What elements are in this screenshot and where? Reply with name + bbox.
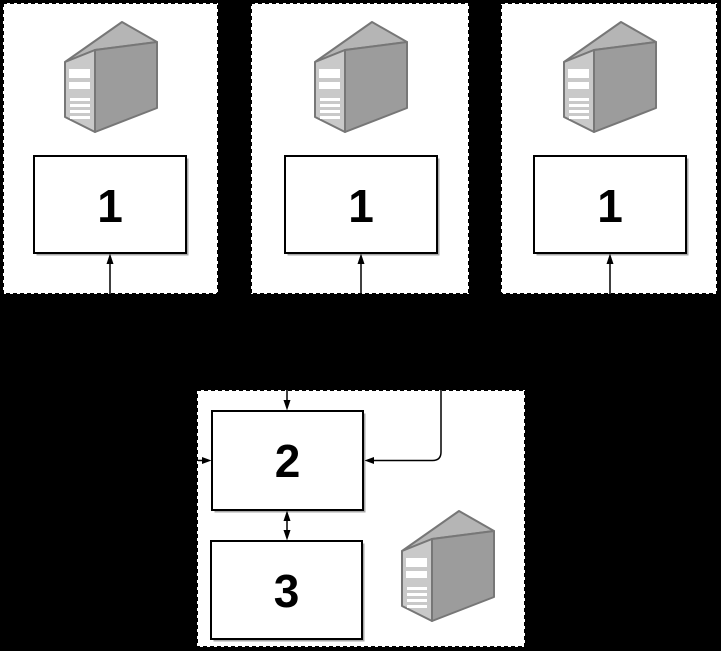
node-box-2 bbox=[211, 410, 364, 511]
node-label-1a: 1 bbox=[97, 180, 123, 232]
node-label-2: 2 bbox=[275, 435, 301, 487]
node-label-1c: 1 bbox=[597, 180, 623, 232]
edge-curve-box2 bbox=[374, 390, 442, 462]
node-box-1b bbox=[284, 155, 438, 254]
node-label-3: 3 bbox=[274, 565, 300, 617]
edge-lines bbox=[109, 264, 611, 530]
edge-arrowheads bbox=[106, 253, 614, 541]
node-box-3 bbox=[210, 540, 363, 640]
node-label-1b: 1 bbox=[348, 180, 374, 232]
node-box-1c bbox=[533, 155, 687, 254]
node-box-1a bbox=[33, 155, 187, 254]
